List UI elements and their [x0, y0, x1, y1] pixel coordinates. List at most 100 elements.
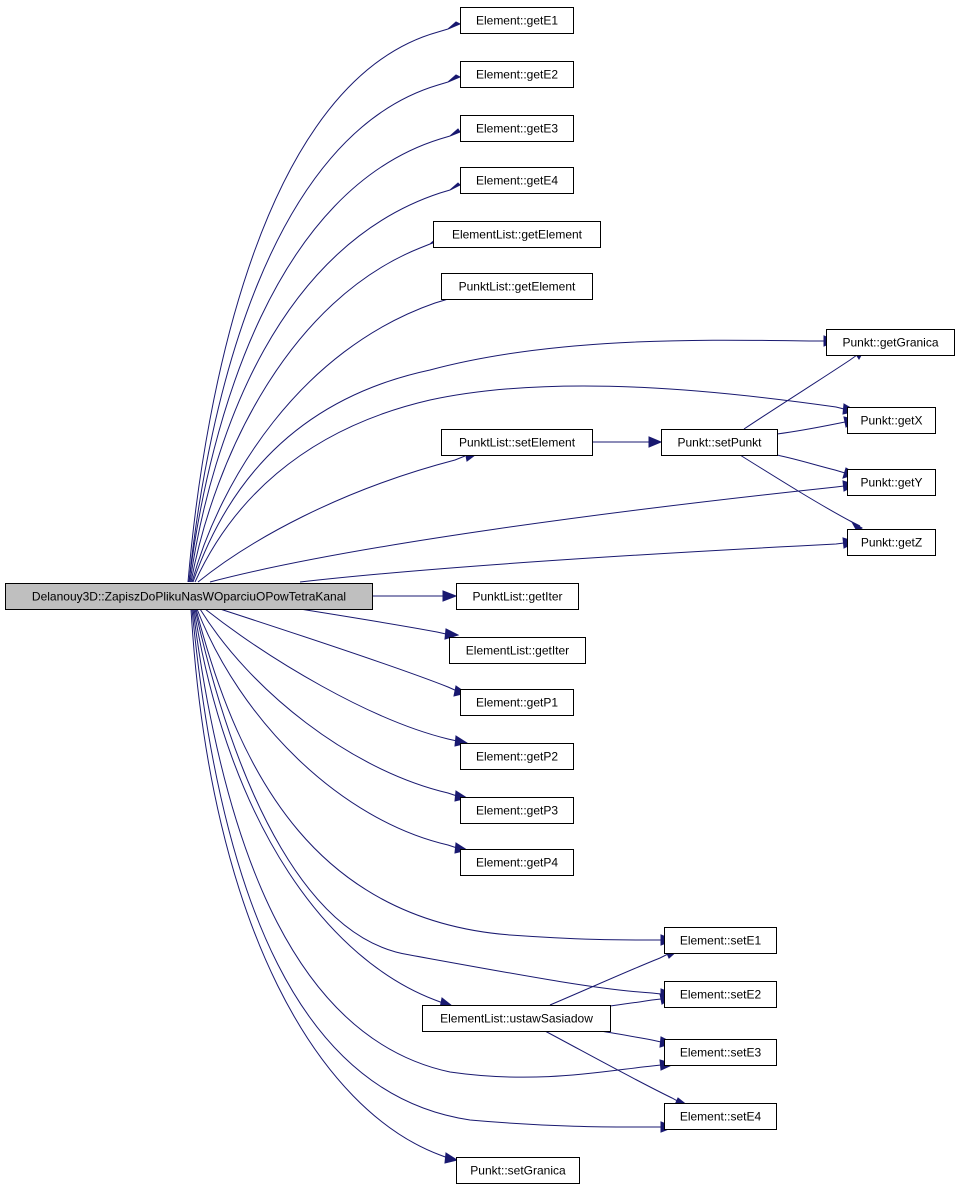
arrowhead-root-to-pkGetIter — [442, 590, 458, 602]
node-setPunkt[interactable]: Punkt::setPunkt — [661, 429, 778, 456]
node-setGranica[interactable]: Punkt::setGranica — [456, 1157, 580, 1184]
node-setE2[interactable]: Element::setE2 — [664, 981, 777, 1008]
node-pkGetIter[interactable]: PunktList::getIter — [456, 583, 579, 610]
node-getE1[interactable]: Element::getE1 — [460, 7, 574, 34]
arrowhead-root-to-setGranica — [444, 1152, 459, 1164]
node-label-setE4: Element::setE4 — [680, 1110, 762, 1124]
edge-root-to-elGetElement — [190, 243, 431, 583]
node-label-getX: Punkt::getX — [860, 414, 922, 428]
edge-root-to-getE4 — [189, 189, 451, 583]
node-label-getP4: Element::getP4 — [476, 856, 558, 870]
edge-root-to-setE3 — [192, 608, 662, 1078]
node-getP4[interactable]: Element::getP4 — [460, 849, 574, 876]
edge-root-to-getE3 — [188, 135, 451, 583]
edge-root-to-pkSetElement — [197, 455, 466, 583]
node-setE1[interactable]: Element::setE1 — [664, 927, 777, 954]
edge-root-to-setE4 — [191, 608, 661, 1128]
node-box-getP3 — [460, 797, 574, 824]
node-getX[interactable]: Punkt::getX — [847, 407, 936, 434]
node-label-pkSetElement: PunktList::setElement — [459, 436, 576, 450]
node-box-pkSetElement — [441, 429, 593, 456]
node-box-pkGetElement — [441, 273, 593, 300]
node-box-setE1 — [664, 927, 777, 954]
node-pkGetElement[interactable]: PunktList::getElement — [441, 273, 593, 300]
node-box-getE3 — [460, 115, 574, 142]
node-pkSetElement[interactable]: PunktList::setElement — [441, 429, 593, 456]
call-edges — [187, 21, 865, 1164]
node-label-getY: Punkt::getY — [860, 476, 922, 490]
edge-setPunkt-to-getZ — [739, 454, 861, 527]
edge-root-to-getP1 — [219, 608, 458, 692]
node-label-getE4: Element::getE4 — [476, 174, 558, 188]
node-label-pkGetIter: PunktList::getIter — [472, 590, 562, 604]
node-label-setE2: Element::setE2 — [680, 988, 762, 1002]
node-getP3[interactable]: Element::getP3 — [460, 797, 574, 824]
node-label-getGranica: Punkt::getGranica — [842, 336, 938, 350]
edge-setPunkt-to-getX — [776, 421, 846, 435]
node-getE3[interactable]: Element::getE3 — [460, 115, 574, 142]
node-box-setPunkt — [661, 429, 778, 456]
node-box-getE2 — [460, 61, 574, 88]
node-label-getP1: Element::getP1 — [476, 696, 558, 710]
node-box-getZ — [847, 529, 936, 556]
node-label-elGetElement: ElementList::getElement — [452, 228, 583, 242]
node-box-getE1 — [460, 7, 574, 34]
edge-setPunkt-to-getGranica — [743, 354, 858, 430]
node-getZ[interactable]: Punkt::getZ — [847, 529, 936, 556]
node-box-getP4 — [460, 849, 574, 876]
node-label-setGranica: Punkt::setGranica — [470, 1164, 566, 1178]
node-getP2[interactable]: Element::getP2 — [460, 743, 574, 770]
node-elGetIter[interactable]: ElementList::getIter — [449, 637, 586, 664]
edge-root-to-pkGetElement — [191, 299, 446, 583]
node-box-setE4 — [664, 1103, 777, 1130]
edge-root-to-getP3 — [199, 608, 458, 797]
node-label-pkGetElement: PunktList::getElement — [459, 280, 576, 294]
node-label-setE1: Element::setE1 — [680, 934, 762, 948]
node-ustawSasiadow[interactable]: ElementList::ustawSasiadow — [422, 1005, 611, 1032]
node-setE4[interactable]: Element::setE4 — [664, 1103, 777, 1130]
node-getE2[interactable]: Element::getE2 — [460, 61, 574, 88]
node-box-getP2 — [460, 743, 574, 770]
node-label-root: Delanouy3D::ZapiszDoPlikuNasWOparciuOPow… — [32, 590, 346, 604]
edge-setPunkt-to-getY — [776, 454, 846, 474]
edge-root-to-getX — [194, 385, 845, 583]
edge-root-to-setE1 — [195, 608, 661, 941]
node-box-getE4 — [460, 167, 574, 194]
node-label-getE2: Element::getE2 — [476, 68, 558, 82]
node-box-getGranica — [826, 329, 955, 356]
node-elGetElement[interactable]: ElementList::getElement — [433, 221, 601, 248]
node-label-setE3: Element::setE3 — [680, 1046, 762, 1060]
node-box-setE3 — [664, 1039, 777, 1066]
arrowhead-root-to-getE2 — [447, 74, 462, 83]
node-label-getP3: Element::getP3 — [476, 804, 558, 818]
node-getP1[interactable]: Element::getP1 — [460, 689, 574, 716]
node-label-getP2: Element::getP2 — [476, 750, 558, 764]
node-getY[interactable]: Punkt::getY — [847, 469, 936, 496]
edge-root-to-elGetIter — [299, 608, 447, 635]
arrowhead-root-to-getE4 — [449, 182, 461, 191]
call-nodes: Delanouy3D::ZapiszDoPlikuNasWOparciuOPow… — [5, 7, 955, 1184]
node-label-getZ: Punkt::getZ — [861, 536, 922, 550]
node-box-setGranica — [456, 1157, 580, 1184]
node-label-setPunkt: Punkt::setPunkt — [677, 436, 762, 450]
node-box-ustawSasiadow — [422, 1005, 611, 1032]
node-box-getY — [847, 469, 936, 496]
edge-ustawSasiadow-to-setE2 — [609, 998, 662, 1007]
node-root[interactable]: Delanouy3D::ZapiszDoPlikuNasWOparciuOPow… — [5, 583, 373, 610]
node-box-setE2 — [664, 981, 777, 1008]
edge-root-to-setGranica — [190, 608, 449, 1159]
node-box-elGetElement — [433, 221, 601, 248]
node-label-getE3: Element::getE3 — [476, 122, 558, 136]
node-getGranica[interactable]: Punkt::getGranica — [826, 329, 955, 356]
node-box-elGetIter — [449, 637, 586, 664]
arrowhead-pkSetElement-to-setPunkt — [648, 436, 663, 448]
node-setE3[interactable]: Element::setE3 — [664, 1039, 777, 1066]
node-label-elGetIter: ElementList::getIter — [466, 644, 569, 658]
node-getE4[interactable]: Element::getE4 — [460, 167, 574, 194]
edge-ustawSasiadow-to-setE1 — [549, 953, 669, 1006]
edge-root-to-getE1 — [187, 28, 449, 583]
edge-root-to-getE2 — [188, 81, 449, 583]
node-box-getX — [847, 407, 936, 434]
edge-root-to-getY — [209, 485, 845, 583]
